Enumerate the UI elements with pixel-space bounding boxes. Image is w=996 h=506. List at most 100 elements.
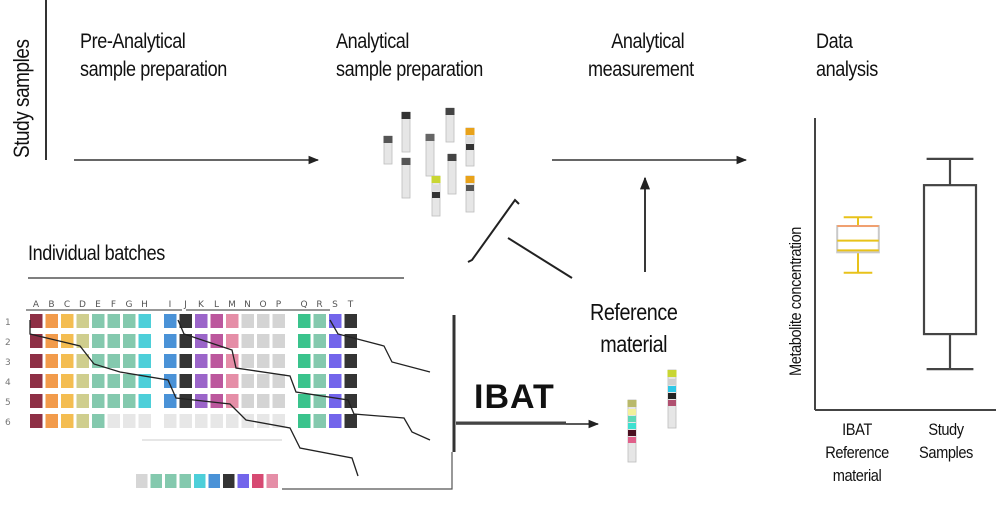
plate-well xyxy=(30,314,43,328)
sample-tube xyxy=(445,107,455,143)
plate-well xyxy=(313,354,326,368)
plate-well xyxy=(241,374,254,388)
plate-well xyxy=(30,334,43,348)
chart-xtick-ibat: IBAT Reference material xyxy=(818,418,895,487)
plate-well xyxy=(257,314,270,328)
plate-well xyxy=(30,394,43,408)
tube-cap xyxy=(425,134,435,141)
tube-band xyxy=(628,416,636,422)
reference-material-line2: material xyxy=(600,331,668,357)
plate-well xyxy=(76,314,89,328)
tube-cap xyxy=(401,112,411,119)
tube-band xyxy=(432,192,440,198)
box-body xyxy=(836,225,880,254)
plate-well xyxy=(92,334,105,348)
plate-column-letter: L xyxy=(214,300,219,310)
batch-boundary-line xyxy=(177,319,431,441)
plate-row-label: 2 xyxy=(5,338,11,348)
plate-well xyxy=(45,374,58,388)
plate-well xyxy=(298,314,311,328)
plate-well xyxy=(329,394,342,408)
tube-band xyxy=(668,393,676,399)
plate-well xyxy=(138,414,151,428)
plate-well xyxy=(179,474,191,488)
plate-well xyxy=(195,354,208,368)
plate-well xyxy=(237,474,249,488)
plate-well xyxy=(329,354,342,368)
plate-well xyxy=(266,474,278,488)
tube-band xyxy=(628,423,636,429)
plate-well xyxy=(107,314,120,328)
plate-column-letter: G xyxy=(126,300,133,310)
chart-xtick-ibat-line1: IBAT xyxy=(842,420,872,439)
plate-well xyxy=(272,334,285,348)
plate-well xyxy=(344,414,357,428)
stage-analytical-measurement-line1: Analytical xyxy=(611,30,685,53)
plate-well xyxy=(165,474,177,488)
plate-well xyxy=(272,414,285,428)
plate-well xyxy=(272,314,285,328)
plate-well xyxy=(298,414,311,428)
plate-well xyxy=(344,354,357,368)
plate-well xyxy=(210,394,223,408)
plate-well xyxy=(226,314,239,328)
stage-pre-analytical-label: Pre-Analytical sample preparation xyxy=(80,28,227,84)
reference-material-line1: Reference xyxy=(590,299,678,325)
plate-well xyxy=(194,474,206,488)
stage-pre-analytical-line1: Pre-Analytical xyxy=(80,30,186,53)
plate-well xyxy=(257,374,270,388)
plate-well xyxy=(208,474,220,488)
plate-well xyxy=(45,334,58,348)
stage-data-analysis-line1: Data xyxy=(816,30,853,53)
plate-well xyxy=(329,334,342,348)
plate-well xyxy=(138,394,151,408)
plate-well xyxy=(107,374,120,388)
plate-well xyxy=(164,334,177,348)
plate-column-letter: E xyxy=(95,300,101,310)
sample-tube xyxy=(401,157,411,199)
tube-cap xyxy=(401,158,411,165)
plate-column-letter: H xyxy=(141,300,148,310)
plate-well xyxy=(76,354,89,368)
plate-well xyxy=(226,414,239,428)
plate-well xyxy=(45,414,58,428)
plate-well xyxy=(138,354,151,368)
plate-row-label: 1 xyxy=(5,318,11,328)
plate-well xyxy=(313,334,326,348)
box-plot xyxy=(814,118,996,411)
batch-boundary-line xyxy=(329,319,431,373)
plate-well xyxy=(164,394,177,408)
plate-column-letter: C xyxy=(64,300,70,310)
plate-well xyxy=(329,374,342,388)
tube-band xyxy=(628,437,636,443)
plate-column-letter: S xyxy=(332,300,338,310)
plate-column-letter: I xyxy=(169,300,172,310)
reference-tube xyxy=(627,399,637,463)
tube-band xyxy=(668,379,676,385)
plate-well xyxy=(164,414,177,428)
plate-well xyxy=(123,394,136,408)
plate-well xyxy=(61,354,74,368)
plate-column-letter: R xyxy=(316,300,322,310)
tube-band xyxy=(628,430,636,436)
plate-well xyxy=(257,354,270,368)
plate-column-letter: O xyxy=(259,300,266,310)
plate-well xyxy=(241,414,254,428)
plate-well xyxy=(123,314,136,328)
plate-well xyxy=(272,374,285,388)
tube-cap xyxy=(465,128,475,135)
plate-well xyxy=(179,334,192,348)
stage-data-analysis-label: Data analysis xyxy=(816,28,878,84)
plate-well xyxy=(241,314,254,328)
plate-well xyxy=(179,414,192,428)
plate-well xyxy=(107,334,120,348)
plate-well xyxy=(241,334,254,348)
plate-well xyxy=(298,354,311,368)
batch-boundary-line xyxy=(29,320,359,477)
tube-cap xyxy=(445,108,455,115)
chart-xtick-study: Study Samples xyxy=(912,418,981,464)
plate-column-letter: T xyxy=(347,300,354,310)
blocked-arrow-batch-to-prep xyxy=(467,198,520,263)
plate-well xyxy=(61,394,74,408)
plate-well xyxy=(61,334,74,348)
